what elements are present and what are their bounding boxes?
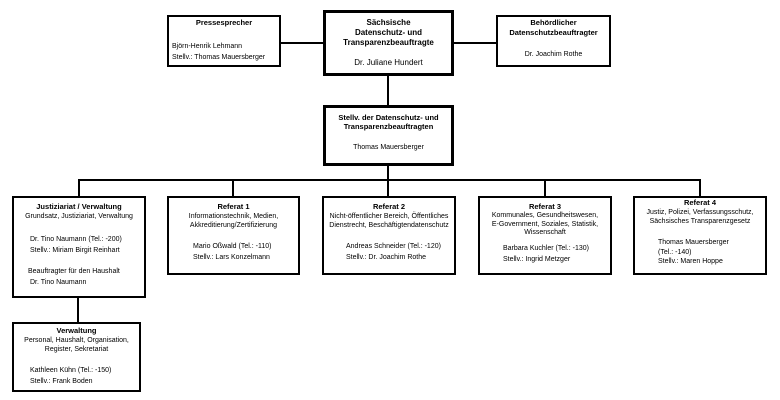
unit-box-referat-3: Referat 3 Kommunales, Gesundheitswesen, …	[478, 196, 612, 275]
press-title: Pressesprecher	[195, 18, 253, 27]
unit-description-line: Grundsatz, Justiziariat, Verwaltung	[25, 213, 133, 220]
unit-title: Referat 2	[372, 202, 406, 211]
connector-line	[387, 181, 389, 196]
dpo-title-line: Datenschutzbeauftragter	[509, 28, 598, 37]
connector-line	[387, 76, 389, 105]
unit-box-referat-2: Referat 2 Nicht-öffentlicher Bereich, Öf…	[322, 196, 456, 275]
unit-description-line: Justiz, Polizei, Verfassungsschutz,	[646, 209, 754, 216]
unit-head: Kathleen Kühn (Tel.: -150)	[30, 367, 112, 374]
dpo-box: Behördlicher Datenschutzbeauftragter Dr.…	[496, 15, 611, 67]
head-title-line: Datenschutz- und	[354, 28, 423, 37]
unit-head-phone: (Tel.: -140)	[658, 248, 692, 256]
unit-head: Thomas Mauersberger	[658, 239, 729, 246]
unit-title: Referat 1	[217, 202, 250, 211]
unit-head: Barbara Kuchler (Tel.: -130)	[503, 244, 589, 252]
unit-head: Andreas Schneider (Tel.: -120)	[346, 243, 441, 250]
head-name: Dr. Juliane Hundert	[354, 58, 423, 67]
unit-head: Dr. Tino Naumann (Tel.: -200)	[30, 236, 122, 243]
deputy-title-line: Stellv. der Datenschutz- und	[338, 113, 439, 122]
unit-title: Referat 4	[683, 198, 717, 207]
connector-line	[699, 181, 701, 196]
unit-deputy: Stellv.: Lars Konzelmann	[193, 254, 270, 261]
unit-title: Justiziariat / Verwaltung	[36, 202, 122, 211]
unit-box-referat-1: Referat 1 Informationstechnik, Medien, A…	[167, 196, 300, 275]
head-title-line: Transparenzbeauftragte	[343, 38, 434, 47]
unit-deputy: Stellv.: Frank Boden	[30, 378, 93, 385]
budget-officer-title: Beauftragter für den Haushalt	[28, 268, 120, 275]
unit-box-justiziariat: Justiziariat / Verwaltung Grundsatz, Jus…	[12, 196, 146, 298]
unit-description-line: Wissenschaft	[524, 229, 566, 236]
connector-line	[78, 181, 80, 196]
unit-deputy: Stellv.: Miriam Birgit Reinhart	[30, 247, 120, 254]
connector-line	[281, 42, 323, 44]
unit-description-line: E-Government, Soziales, Statistik,	[491, 220, 599, 228]
connector-line	[544, 181, 546, 196]
unit-head: Mario Oßwald (Tel.: -110)	[193, 243, 272, 250]
connector-line	[454, 42, 496, 44]
connector-line	[232, 181, 234, 196]
unit-description-line: Informationstechnik, Medien,	[188, 213, 279, 220]
unit-description-line: Personal, Haushalt, Organisation,	[24, 337, 129, 344]
deputy-title-line: Transparenzbeauftragten	[343, 122, 434, 131]
unit-deputy: Stellv.: Dr. Joachim Rothe	[346, 254, 427, 261]
unit-description-line: Register, Sekretariat	[44, 346, 109, 353]
head-title-line: Sächsische	[366, 18, 411, 27]
unit-description-line: Kommunales, Gesundheitswesen,	[491, 212, 599, 219]
dpo-title-line: Behördlicher	[530, 18, 577, 27]
sub-unit-box-verwaltung: Verwaltung Personal, Haushalt, Organisat…	[12, 322, 141, 392]
budget-officer-name: Dr. Tino Naumann	[30, 279, 87, 286]
press-person: Björn-Henrik Lehmann	[172, 43, 243, 50]
connector-bar	[78, 179, 701, 181]
dpo-name: Dr. Joachim Rothe	[524, 51, 583, 58]
deputy-box: Stellv. der Datenschutz- und Transparenz…	[323, 105, 454, 166]
unit-title: Referat 3	[528, 202, 562, 211]
unit-description-line: Akkreditierung/Zertifizierung	[189, 222, 278, 229]
unit-deputy: Stellv.: Ingrid Metzger	[503, 255, 571, 263]
head-box: Sächsische Datenschutz- und Transparenzb…	[323, 10, 454, 76]
unit-box-referat-4: Referat 4 Justiz, Polizei, Verfassungssc…	[633, 196, 767, 275]
unit-description-line: Dienstrecht, Beschäftigtendatenschutz	[329, 222, 449, 229]
press-deputy: Stellv.: Thomas Mauersberger	[172, 54, 266, 61]
connector-line	[387, 166, 389, 180]
unit-deputy: Stellv.: Maren Hoppe	[658, 258, 723, 265]
deputy-name: Thomas Mauersberger	[353, 144, 424, 151]
connector-line	[77, 298, 79, 322]
unit-description-line: Sächsisches Transparenzgesetz	[649, 218, 751, 225]
unit-title: Verwaltung	[56, 326, 97, 335]
unit-description-line: Nicht-öffentlicher Bereich, Öffentliches	[329, 213, 449, 220]
press-box: Pressesprecher Björn-Henrik Lehmann Stel…	[167, 15, 281, 67]
